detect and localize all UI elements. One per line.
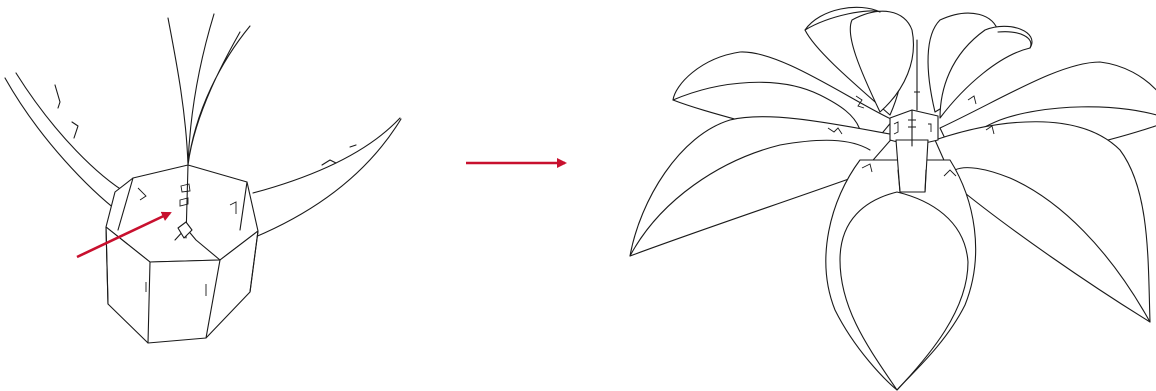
petal-back-center-left bbox=[850, 11, 913, 112]
flower-column-stalk bbox=[896, 140, 928, 192]
petal-front-lip bbox=[826, 160, 976, 390]
opened-flower bbox=[630, 7, 1156, 390]
bud-leaf-right bbox=[253, 118, 401, 238]
bud-leaf-left-notch bbox=[55, 85, 78, 138]
bud-leaf-left bbox=[5, 73, 130, 213]
bud-stem-lines bbox=[168, 14, 250, 165]
closed-bud bbox=[5, 14, 401, 343]
